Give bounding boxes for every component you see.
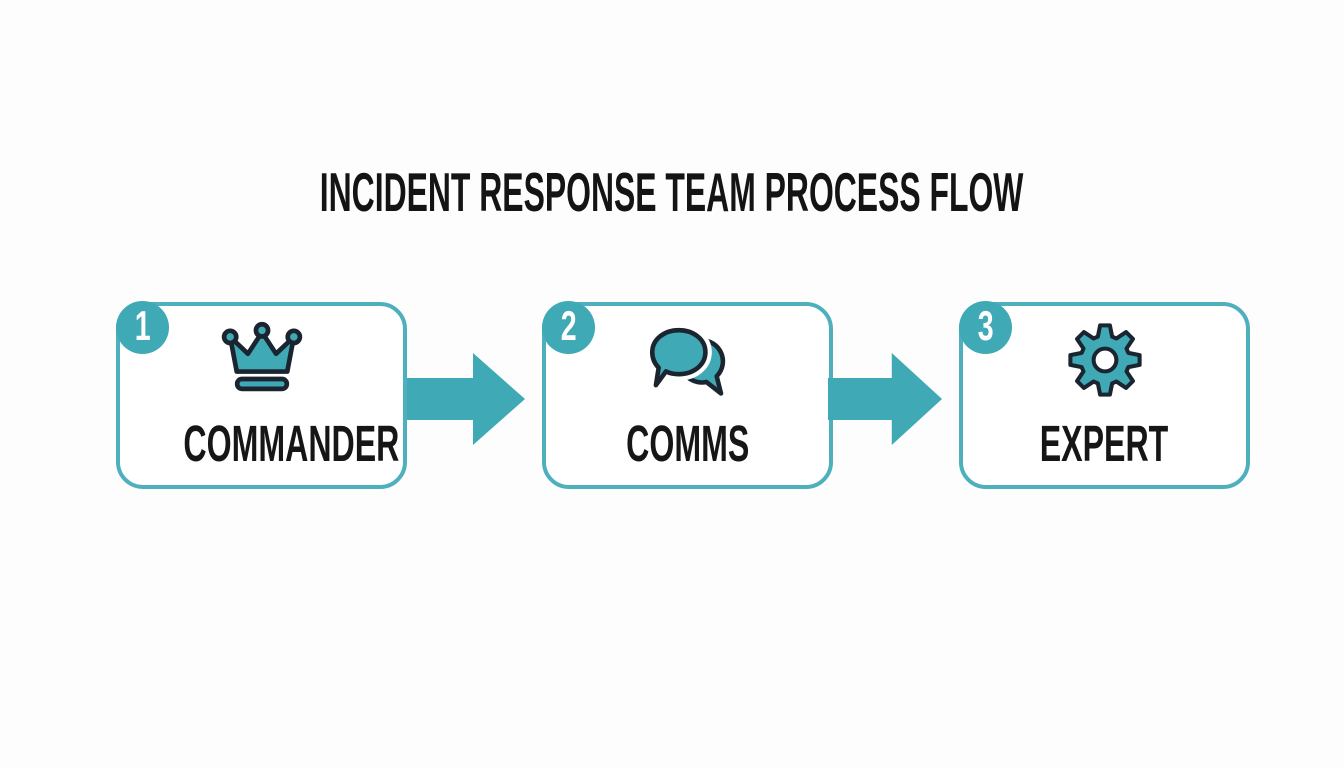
step-number-badge: 3 bbox=[959, 301, 1012, 354]
crown-icon bbox=[120, 321, 403, 394]
flow-arrow-right-icon bbox=[407, 353, 525, 445]
step-number: 2 bbox=[560, 302, 577, 349]
step-label: COMMANDER bbox=[183, 415, 400, 472]
flow-arrow-right-icon bbox=[828, 353, 942, 445]
step-number-badge: 1 bbox=[116, 301, 169, 354]
step-label: COMMS bbox=[625, 415, 750, 472]
step-number-badge: 2 bbox=[542, 301, 595, 354]
step-box-commander: 1 COMMANDER bbox=[116, 301, 407, 489]
speech-bubbles-icon bbox=[546, 321, 829, 398]
page-title: INCIDENT RESPONSE TEAM PROCESS FLOW bbox=[0, 160, 1344, 224]
step-number: 1 bbox=[134, 302, 151, 349]
page-title-text: INCIDENT RESPONSE TEAM PROCESS FLOW bbox=[320, 161, 1024, 223]
step-number: 3 bbox=[977, 302, 994, 349]
step-label: EXPERT bbox=[1040, 415, 1169, 472]
step-box-comms: 2 COMMS bbox=[542, 301, 833, 489]
step-box-expert: 3 EXPERT bbox=[959, 301, 1250, 489]
gear-icon bbox=[963, 321, 1246, 399]
